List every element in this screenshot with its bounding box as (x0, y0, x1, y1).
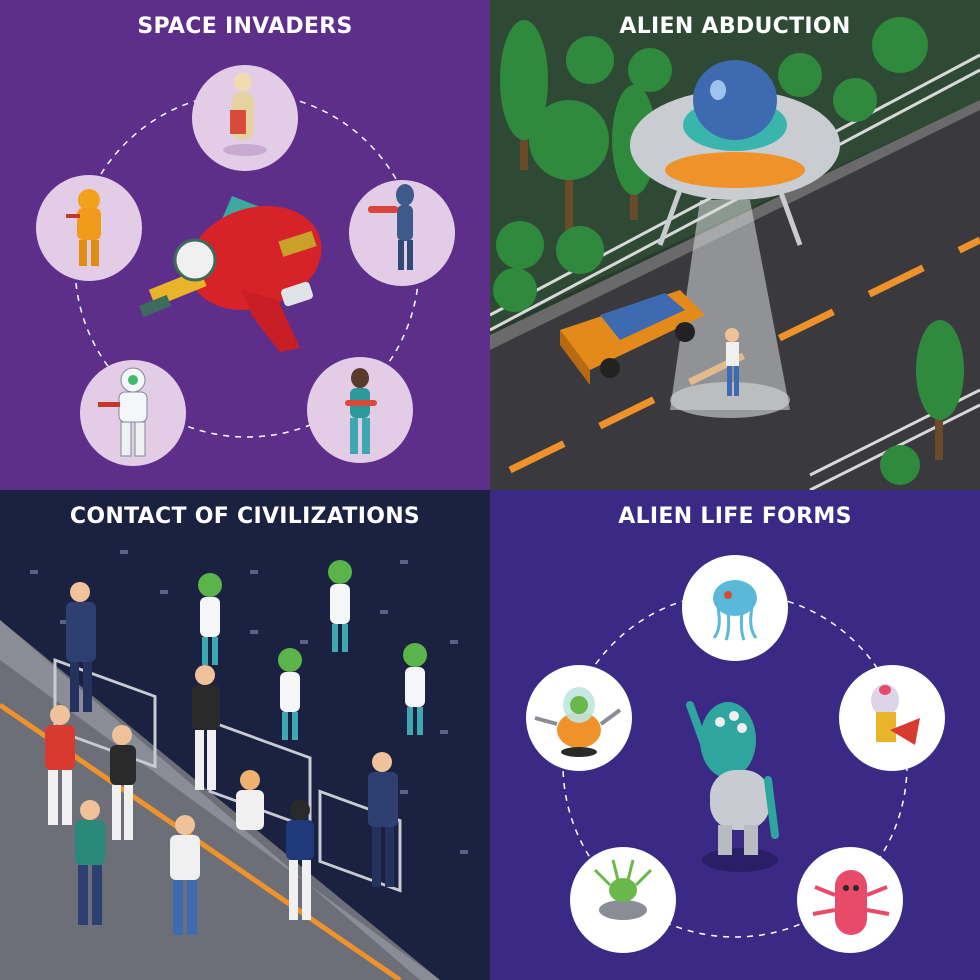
car-icon (560, 290, 705, 385)
panel-title-alien-abduction: ALIEN ABDUCTION (619, 14, 851, 39)
panel-title-contact-of-civilizations: CONTACT OF CIVILIZATIONS (69, 504, 421, 529)
alien-life-forms-illustration (526, 555, 945, 953)
invader-astronaut-icon (36, 175, 142, 281)
space-invaders-illustration (36, 65, 455, 466)
contact-of-civilizations-illustration (0, 550, 468, 980)
panel-title-space-invaders: SPACE INVADERS (137, 14, 353, 39)
panel-title-alien-life-forms: ALIEN LIFE FORMS (618, 504, 852, 529)
panel-alien-abduction: ALIEN ABDUCTION (490, 0, 980, 490)
alien-abduction-illustration (490, 0, 980, 490)
ray-gun-icon (138, 196, 322, 352)
invader-blue-humanoid-icon (349, 180, 455, 286)
tractor-beam (670, 200, 790, 410)
alien-visitor-icon (198, 560, 427, 740)
pink-worm-alien-icon (797, 847, 903, 953)
panel-alien-life-forms: ALIEN LIFE FORMS (490, 490, 980, 980)
crowd-person-icon (45, 582, 398, 935)
panel-space-invaders: SPACE INVADERS (0, 0, 490, 490)
invader-green-warrior-icon (307, 357, 413, 463)
tentacle-alien-icon (570, 847, 676, 953)
central-alien-icon (686, 701, 779, 872)
jellyfish-alien-icon (682, 555, 788, 661)
rocket-alien-icon (839, 665, 945, 771)
panel-contact-of-civilizations: CONTACT OF CIVILIZATIONS (0, 490, 490, 980)
invader-robot-icon (80, 360, 186, 466)
abducted-person-icon (725, 328, 739, 396)
ufo-icon (630, 60, 840, 246)
road-center-line (508, 236, 980, 474)
street (0, 620, 440, 980)
capsule-alien-icon (526, 665, 632, 771)
invader-seated-icon (192, 65, 298, 171)
